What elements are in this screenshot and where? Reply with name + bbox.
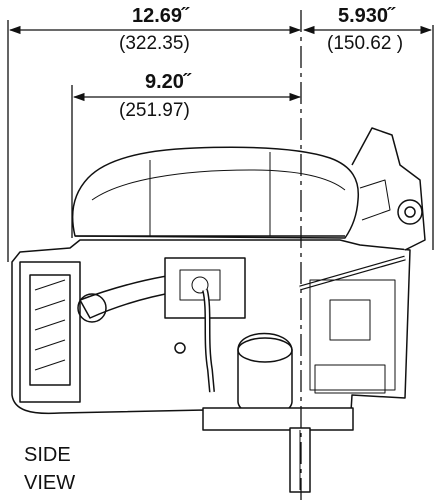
view-label-line2: VIEW xyxy=(24,472,76,494)
blower-housing xyxy=(71,146,360,239)
dimension-lines xyxy=(8,25,433,102)
oil-filter xyxy=(237,332,293,417)
right-offset-inches: 5.930˝ xyxy=(338,5,395,27)
overall-width-mm: (322.35) xyxy=(119,33,190,54)
right-offset-mm: (150.62 ) xyxy=(327,33,404,54)
base-flange xyxy=(202,407,354,431)
engine-body xyxy=(11,127,426,493)
to-centerline-mm: (251.97) xyxy=(119,100,190,121)
extension-lines xyxy=(7,20,434,262)
overall-width-inches: 12.69˝ xyxy=(132,5,189,27)
to-centerline-inches: 9.20˝ xyxy=(145,71,191,93)
view-label-line1: SIDE xyxy=(24,444,71,466)
